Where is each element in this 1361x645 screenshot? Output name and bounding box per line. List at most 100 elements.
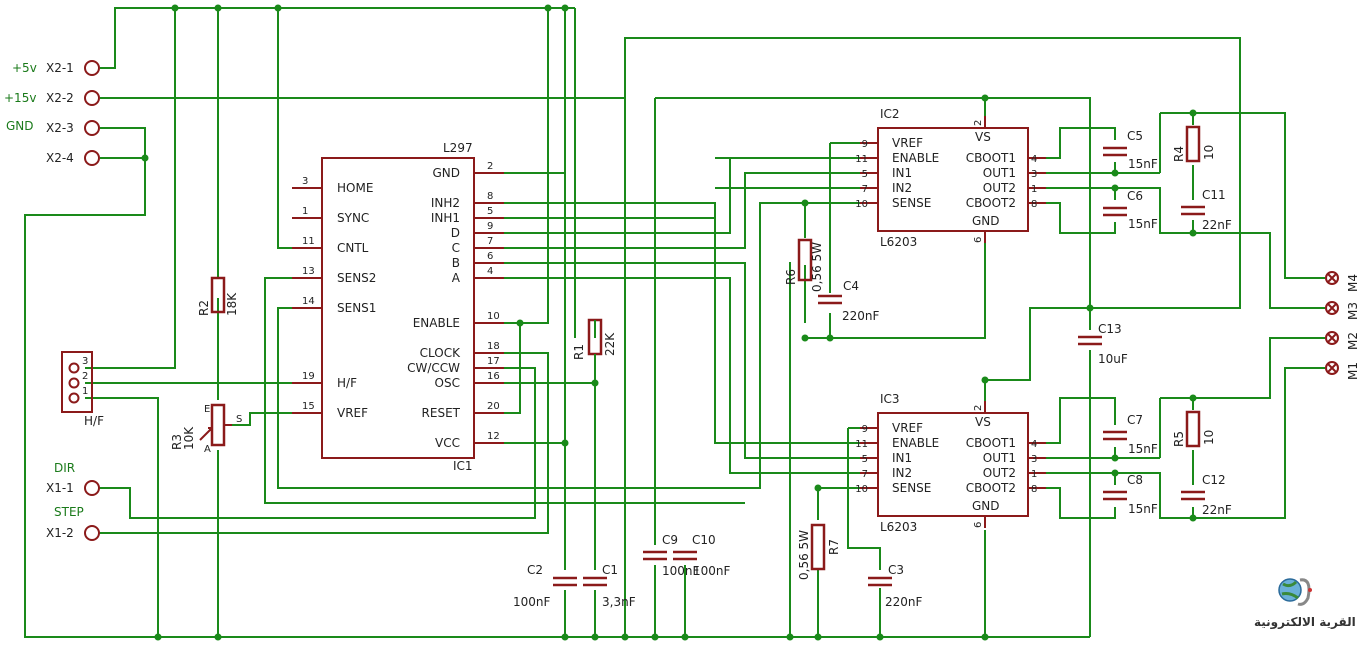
pin-name: CBOOT2 [966,196,1016,210]
pin-name: B [452,256,460,270]
capacitor-c7: C7 15nF [1103,413,1158,456]
resistor-r7: R7 0,56 5W [797,523,841,580]
pin-name: CBOOT1 [966,436,1016,450]
pin-name: OUT1 [983,166,1016,180]
pin-name: OUT1 [983,451,1016,465]
svg-text:10: 10 [1202,430,1216,445]
pin-number: 9 [862,139,868,150]
pin-name: VREF [337,406,368,420]
ic2-l6203: IC2 L6203 [877,107,1029,249]
capacitor-c4: C4 220nF [818,279,880,323]
pin-name: CBOOT2 [966,481,1016,495]
svg-text:15nF: 15nF [1128,217,1158,231]
ic2-pin-enable: 11 ENABLE [855,151,939,165]
resistor-r5: R5 10 [1172,410,1216,448]
m4-label: M4 [1346,274,1360,292]
pin-number: 10 [855,484,868,495]
motor-terminal-m1[interactable] [1325,361,1339,375]
pin-name: D [451,226,460,240]
svg-text:100nF: 100nF [662,564,700,578]
pin-number: 5 [862,454,868,465]
pin-number: 5 [862,169,868,180]
pin-number: 19 [302,371,315,382]
pin-number: 2 [487,161,493,172]
pin-number: 5 [487,206,493,217]
svg-text:10: 10 [1202,145,1216,160]
svg-text:100nF: 100nF [693,564,731,578]
capacitor-c11: C11 22nF [1181,188,1232,232]
svg-text:0,56 5W: 0,56 5W [810,242,824,292]
pin-number: 4 [1031,154,1037,165]
pin-number: 3 [302,176,308,187]
svg-text:C5: C5 [1127,129,1143,143]
x2-4-ref: X2-4 [46,151,74,165]
svg-text:220nF: 220nF [842,309,880,323]
pin-number: 10 [855,199,868,210]
motor-terminal-m3[interactable] [1325,301,1339,315]
junction-dots [141,4,1197,641]
pin-number: 20 [487,401,500,412]
ic1-value: L297 [443,141,473,155]
pin-number: 6 [973,522,984,528]
pin-number: 8 [487,191,493,202]
svg-text:100nF: 100nF [513,595,551,609]
svg-text:A: A [204,444,211,455]
svg-text:E: E [204,404,210,415]
pin-number: 11 [855,154,868,165]
pin-name: OUT2 [983,181,1016,195]
capacitor-c5: C5 15nF [1103,129,1158,171]
x2-4-pad[interactable] [84,150,100,166]
pin-name: GND [972,214,1000,228]
capacitor-c9: C9 100nF [643,533,700,578]
x1-1-pad[interactable] [84,480,100,496]
pin-number: 12 [487,431,500,442]
capacitor-c12: C12 22nF [1181,473,1232,517]
pin-name: IN2 [892,181,912,195]
pin-number: 9 [862,424,868,435]
ic1-pin-a: 4A [452,266,504,285]
pin-name: ENABLE [892,151,939,165]
svg-text:R4: R4 [1172,146,1186,162]
pin-number: 16 [487,371,500,382]
pin-number: 1 [302,206,308,217]
pin-name: VS [975,415,991,429]
x2-3-ref: X2-3 [46,121,74,135]
site-logo: القرية الالكترونية [1254,578,1356,630]
capacitor-c1: C1 3,3nF [583,563,636,609]
motor-terminal-m4[interactable] [1325,271,1339,285]
svg-text:R1: R1 [572,344,586,360]
wires [24,7,1325,638]
pin-number: 7 [487,236,493,247]
x1-2-pad[interactable] [84,525,100,541]
capacitor-c6: C6 15nF [1103,189,1158,231]
ic3-value: L6203 [880,520,917,534]
pin-name: VCC [435,436,460,450]
potentiometer-r3: E S A R3 10K [170,403,242,455]
svg-text:R7: R7 [827,539,841,555]
motor-terminal-m2[interactable] [1325,331,1339,345]
pin-name: C [452,241,460,255]
m1-label: M1 [1346,362,1360,380]
x2-1-pad[interactable] [84,60,100,76]
ic1-pin-c: 7C [452,236,504,255]
pin-name: OUT2 [983,466,1016,480]
x2-2-pad[interactable] [84,90,100,106]
pin-number: 3 [1031,454,1037,465]
svg-text:R5: R5 [1172,431,1186,447]
x2-3-pad[interactable] [84,120,100,136]
